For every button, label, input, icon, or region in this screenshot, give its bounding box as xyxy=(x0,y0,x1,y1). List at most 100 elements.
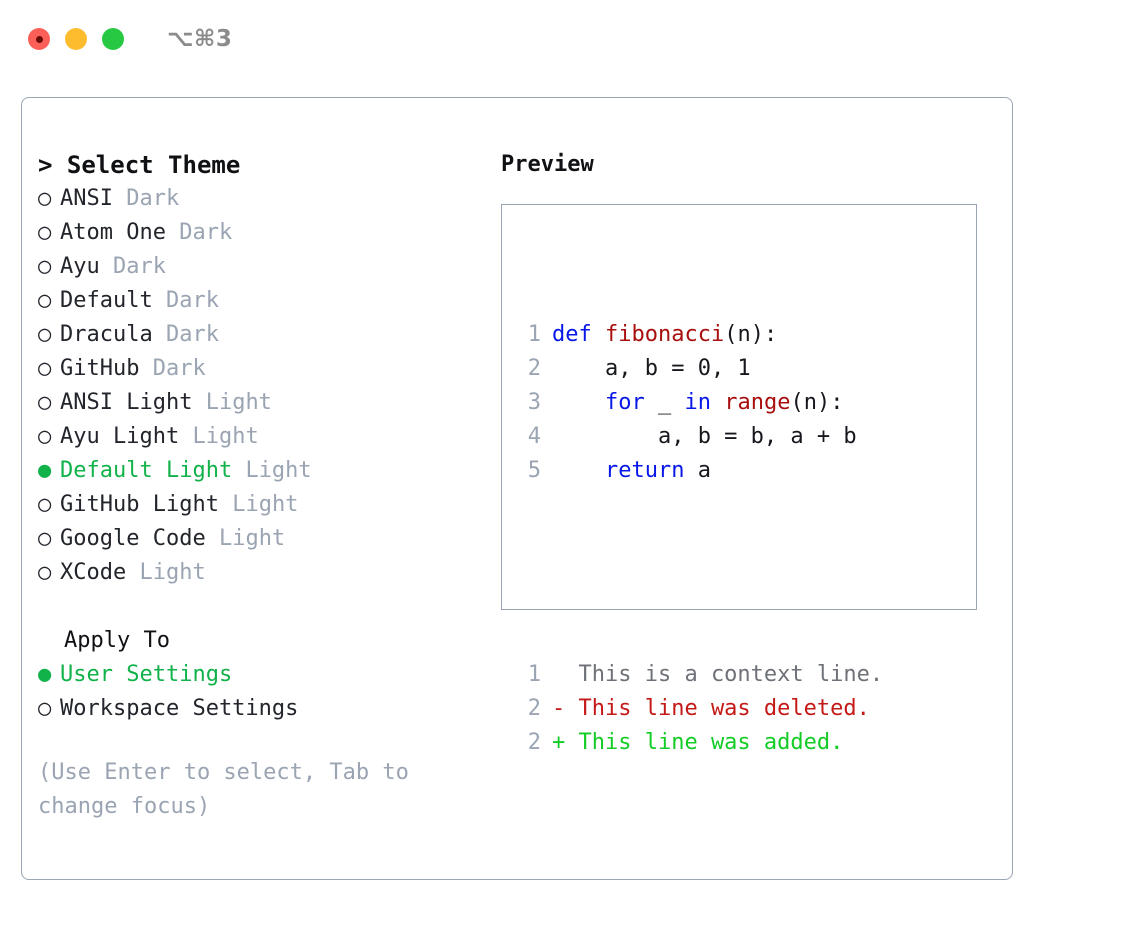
diff-block: 1 This is a context line. 2 - This line wa… xyxy=(519,658,883,760)
theme-name: Default xyxy=(60,288,153,313)
keyboard-hint: (Use Enter to select, Tab to change focu… xyxy=(38,760,423,819)
theme-name: ANSI xyxy=(60,186,113,211)
theme-name: GitHub xyxy=(60,356,140,381)
code-line: 5 return a xyxy=(519,454,883,488)
minimize-button[interactable] xyxy=(65,28,87,50)
theme-mode-tag: Dark xyxy=(126,186,180,211)
line-number: 5 xyxy=(527,458,541,483)
radio-unselected-icon: ○ xyxy=(38,254,52,279)
theme-list-item[interactable]: ○ ANSI Dark xyxy=(38,182,478,216)
line-number: 1 xyxy=(527,322,541,347)
code-line: 1 def fibonacci(n): xyxy=(519,318,883,352)
theme-mode-tag: Light xyxy=(245,458,312,483)
radio-unselected-icon: ○ xyxy=(38,322,52,347)
code-token xyxy=(552,390,605,415)
select-theme-header: > Select Theme xyxy=(38,151,241,179)
theme-list-item[interactable]: ○Ayu Light Light xyxy=(38,420,478,454)
apply-to-item[interactable]: ●User Settings xyxy=(38,658,478,692)
theme-name: Ayu Light xyxy=(60,424,180,449)
theme-list-item[interactable]: ○ Google Code Light xyxy=(38,522,478,556)
main-panel: > Select Theme ○ANSI Dark○Atom One Dark○… xyxy=(21,97,1013,880)
theme-mode-tag: Dark xyxy=(165,288,219,313)
spacer xyxy=(38,590,478,624)
theme-name: Google Code xyxy=(60,526,206,551)
code-token: a, b = 0, 1 xyxy=(552,356,751,381)
theme-name: Ayu xyxy=(60,254,100,279)
code-token: for xyxy=(604,390,645,415)
radio-selected-icon: ● xyxy=(38,458,52,483)
radio-unselected-icon: ○ xyxy=(38,288,52,313)
diff-text: This is a context line. xyxy=(552,662,884,687)
theme-mode-tag: Dark xyxy=(165,322,219,347)
theme-list-item[interactable]: ● Default Light Light xyxy=(38,454,478,488)
theme-list-item[interactable]: ○ GitHub Dark xyxy=(38,352,478,386)
code-token: (n): xyxy=(790,390,844,415)
theme-list-item[interactable]: ○ Ayu Dark xyxy=(38,250,478,284)
apply-to-item[interactable]: ○ Workspace Settings xyxy=(38,692,478,726)
code-token: return xyxy=(604,458,685,483)
line-number: 4 xyxy=(527,424,541,449)
preview-title: Preview xyxy=(501,152,594,177)
line-number: 1 xyxy=(527,662,541,687)
apply-to-label: Workspace Settings xyxy=(60,696,299,721)
theme-mode-tag: Dark xyxy=(179,220,233,245)
radio-unselected-icon: ○ xyxy=(38,186,52,211)
theme-name: XCode xyxy=(60,560,127,585)
radio-unselected-icon: ○ xyxy=(38,390,52,415)
code-token: _ xyxy=(644,390,685,415)
diff-line: 1 This is a context line. xyxy=(519,658,883,692)
theme-list-item[interactable]: ○XCode Light xyxy=(38,556,478,590)
theme-mode-tag: Light xyxy=(232,492,299,517)
code-line: 2 a, b = 0, 1 xyxy=(519,352,883,386)
theme-name: Atom One xyxy=(60,220,166,245)
theme-mode-tag: Light xyxy=(139,560,206,585)
line-number: 2 xyxy=(527,356,541,381)
theme-list-item[interactable]: ○ Atom One Dark xyxy=(38,216,478,250)
code-line: 4 a, b = b, a + b xyxy=(519,420,883,454)
radio-unselected-icon: ○ xyxy=(38,356,52,381)
apply-to-header: Apply To xyxy=(64,628,170,653)
theme-mode-tag: Light xyxy=(218,526,286,551)
radio-unselected-icon: ○ xyxy=(38,220,52,245)
keyboard-shortcut-label: ⌥⌘3 xyxy=(167,26,233,52)
window-controls xyxy=(28,28,124,50)
theme-list[interactable]: ○ ANSI Dark ○ Atom One Dark ○ Ayu Dark ○ Defaul… xyxy=(38,182,478,590)
apply-to-label: User Settings xyxy=(60,662,233,687)
theme-mode-tag: Dark xyxy=(113,254,166,279)
theme-name: Default Light xyxy=(60,458,233,483)
line-number: 2 xyxy=(527,730,541,755)
code-token: (n): xyxy=(724,322,778,347)
code-token: def xyxy=(552,322,605,347)
theme-list-item[interactable]: ○Dracula Dark xyxy=(38,318,478,352)
theme-list-item[interactable]: ○ Default Dark xyxy=(38,284,478,318)
code-token: a xyxy=(684,458,711,483)
radio-unselected-icon: ○ xyxy=(38,526,52,551)
code-blank-line xyxy=(519,556,883,590)
zoom-button[interactable] xyxy=(102,28,124,50)
radio-unselected-icon: ○ xyxy=(38,492,52,517)
code-token: fibonacci xyxy=(604,322,725,347)
theme-mode-tag: Light xyxy=(205,390,272,415)
radio-unselected-icon: ○ xyxy=(38,696,52,721)
diff-line: 2 + This line was added. xyxy=(519,726,883,760)
diff-text: + This line was added. xyxy=(552,730,844,755)
code-token xyxy=(711,390,724,415)
theme-name: ANSI Light xyxy=(60,390,193,415)
line-number: 2 xyxy=(527,696,541,721)
close-button[interactable] xyxy=(28,28,50,50)
diff-line: 2 - This line was deleted. xyxy=(519,692,883,726)
radio-unselected-icon: ○ xyxy=(38,424,52,449)
code-token: in xyxy=(684,390,711,415)
apply-to-list[interactable]: ●User Settings ○ Workspace Settings xyxy=(38,658,478,726)
diff-text: - This line was deleted. xyxy=(552,696,870,721)
theme-list-item[interactable]: ○ GitHub Light Light xyxy=(38,488,478,522)
code-line: 3 for _ in range(n): xyxy=(519,386,883,420)
theme-mode-tag: Dark xyxy=(152,356,206,381)
theme-name: GitHub Light xyxy=(60,492,219,517)
theme-list-item[interactable]: ○ ANSI Light Light xyxy=(38,386,478,420)
code-token: a, b = b, a + b xyxy=(552,424,857,449)
